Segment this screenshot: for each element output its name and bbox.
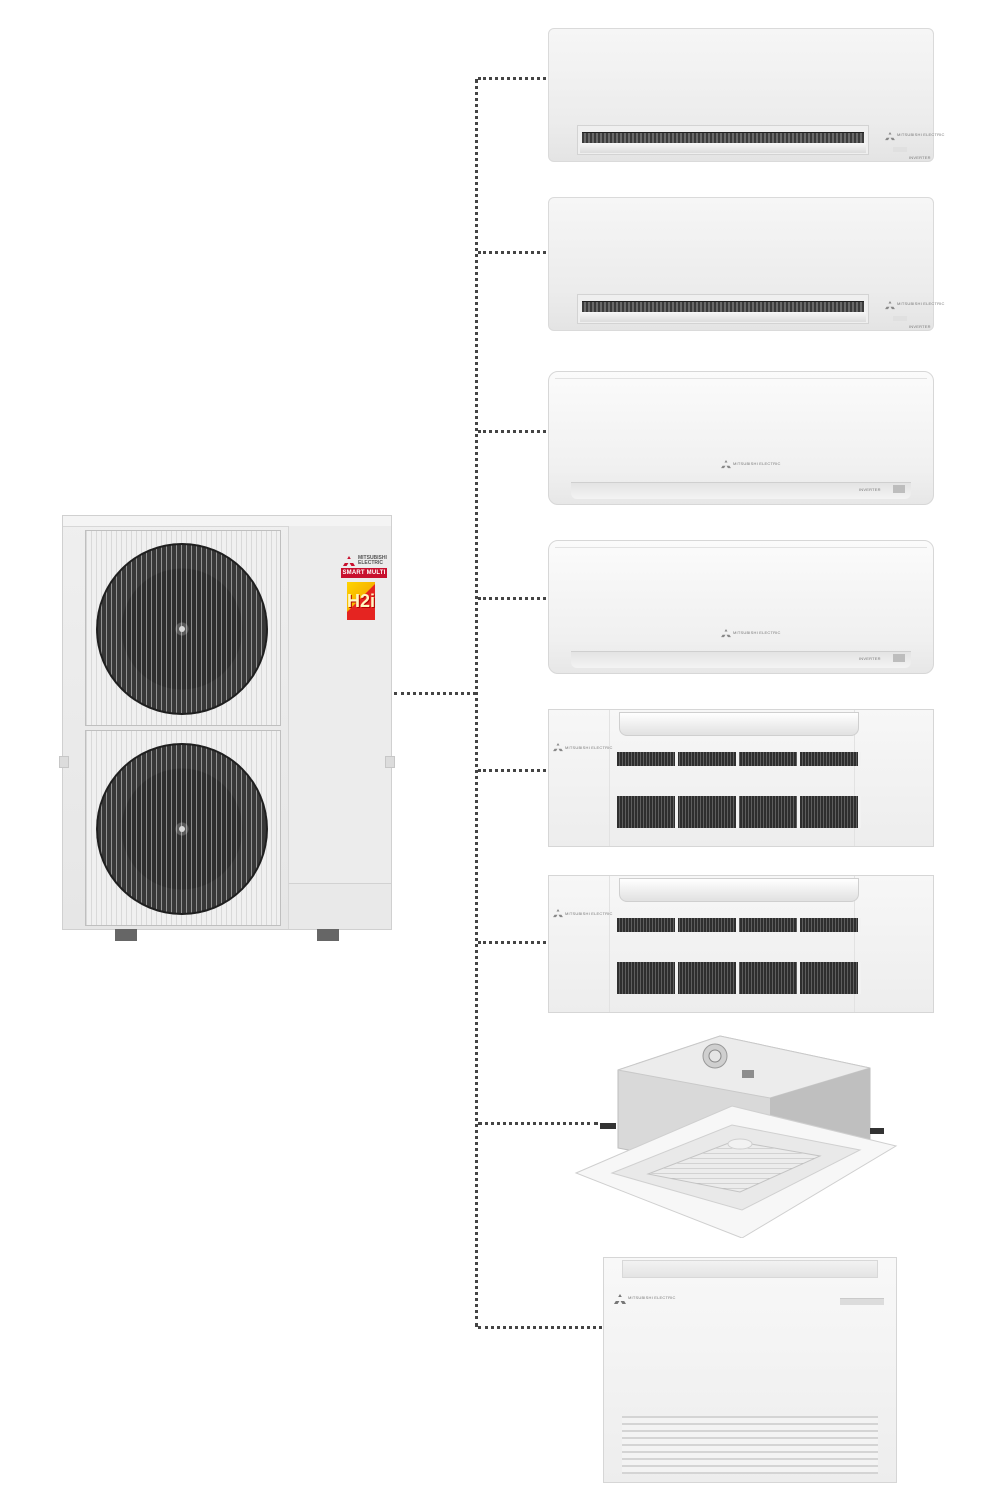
suspended-2-slots-lower (617, 962, 861, 994)
suspended-1-left-block (549, 710, 610, 846)
condenser-latch-right (385, 756, 395, 768)
suspended-2-left-block (549, 876, 610, 1012)
hyper-heat-badge-text: H2i (347, 591, 376, 611)
condenser-brand-line2: ELECTRIC (358, 560, 383, 566)
wall-unit-4-vent (571, 651, 911, 668)
condenser-brand-line1: MITSUBISHI (358, 555, 387, 561)
indoor-ceiling-cassette-unit (570, 1028, 900, 1239)
connector-unit-3 (478, 430, 546, 433)
connector-unit-5 (478, 769, 546, 772)
suspended-1-brand: MITSUBISHI ELECTRIC (565, 745, 613, 750)
suspended-1-right-block (854, 710, 933, 846)
indoor-wall-unit-3: MITSUBISHI ELECTRIC INVERTER (548, 371, 934, 505)
wall-unit-2-tag: INVERTER (909, 324, 931, 329)
connector-unit-4 (478, 597, 546, 600)
wall-unit-3-vent (571, 482, 911, 499)
fan-grille-upper (85, 530, 281, 726)
wall-unit-3-tag: INVERTER (859, 487, 881, 492)
suspended-2-vane (619, 878, 859, 902)
indoor-ceiling-suspended-unit-2: MITSUBISHI ELECTRIC (548, 875, 934, 1013)
outdoor-condenser-unit: MITSUBISHI ELECTRIC SMART MULTI H2i (59, 515, 395, 941)
connector-unit-7 (478, 1122, 598, 1125)
wall-unit-2-indicator (893, 316, 907, 321)
wall-unit-4-tag: INVERTER (859, 656, 881, 661)
suspended-2-right-block (854, 876, 933, 1012)
wall-unit-2-flap (580, 312, 866, 322)
wall-unit-2-brand: MITSUBISHI ELECTRIC (897, 301, 945, 306)
wall-unit-4-indicator (893, 654, 905, 662)
suspended-1-slots-lower (617, 796, 861, 828)
fan-lower (96, 743, 268, 915)
connector-unit-2 (478, 251, 546, 254)
fan-upper (96, 543, 268, 715)
mitsubishi-triangle-icon (614, 1294, 626, 1304)
mitsubishi-triangle-icon (553, 909, 563, 918)
mitsubishi-triangle-icon (553, 743, 563, 752)
condenser-foot-right (317, 929, 339, 941)
condenser-latch-left (59, 756, 69, 768)
suspended-1-slots-upper (617, 752, 861, 766)
condenser-side-panel (288, 526, 391, 884)
mitsubishi-triangle-icon (721, 460, 731, 469)
condenser-top-strip (63, 516, 391, 527)
wall-unit-1-flap (580, 143, 866, 153)
connector-unit-6 (478, 941, 546, 944)
connector-unit-1 (478, 77, 546, 80)
mitsubishi-triangle-icon (885, 301, 895, 310)
wall-unit-2-vent (582, 301, 864, 312)
wall-unit-4-lip (555, 541, 927, 548)
wall-unit-1-tag: INVERTER (909, 155, 931, 160)
mitsubishi-triangle-icon (885, 132, 895, 141)
smart-multi-badge: SMART MULTI (341, 568, 387, 578)
floor-unit-top-vane (622, 1260, 878, 1278)
floor-unit-intake-grille (622, 1416, 878, 1474)
wall-unit-3-brand: MITSUBISHI ELECTRIC (733, 461, 781, 466)
indoor-wall-unit-1: MITSUBISHI ELECTRIC INVERTER (548, 28, 944, 162)
wall-unit-3-indicator (893, 485, 905, 493)
main-connector-trunk (475, 79, 478, 1327)
condenser-base-panel (288, 883, 391, 929)
outdoor-connector (394, 692, 476, 695)
floor-unit-brand: MITSUBISHI ELECTRIC (628, 1295, 676, 1300)
indoor-wall-unit-4: MITSUBISHI ELECTRIC INVERTER (548, 540, 934, 674)
indoor-floor-console-unit: MITSUBISHI ELECTRIC (603, 1257, 897, 1483)
wall-unit-1-indicator (893, 147, 907, 152)
floor-unit-display (840, 1298, 884, 1305)
hyper-heat-badge: H2i (347, 582, 375, 620)
mitsubishi-triangle-icon (721, 629, 731, 638)
condenser-brand-text: MITSUBISHI ELECTRIC (358, 556, 387, 566)
fan-grille-lower (85, 730, 281, 926)
wall-unit-1-louver (577, 125, 869, 155)
wall-unit-4-brand: MITSUBISHI ELECTRIC (733, 630, 781, 635)
suspended-2-slots-upper (617, 918, 861, 932)
wall-unit-2-louver (577, 294, 869, 324)
cassette-drawing (574, 1035, 898, 1239)
wall-unit-1-vent (582, 132, 864, 143)
wall-unit-3-lip (555, 372, 927, 379)
suspended-1-vane (619, 712, 859, 736)
mitsubishi-triangle-icon (343, 556, 355, 566)
indoor-ceiling-suspended-unit-1: MITSUBISHI ELECTRIC (548, 709, 934, 847)
indoor-wall-unit-2: MITSUBISHI ELECTRIC INVERTER (548, 197, 944, 331)
connector-unit-8 (478, 1326, 602, 1329)
wall-unit-1-brand: MITSUBISHI ELECTRIC (897, 132, 945, 137)
suspended-2-brand: MITSUBISHI ELECTRIC (565, 911, 613, 916)
condenser-foot-left (115, 929, 137, 941)
